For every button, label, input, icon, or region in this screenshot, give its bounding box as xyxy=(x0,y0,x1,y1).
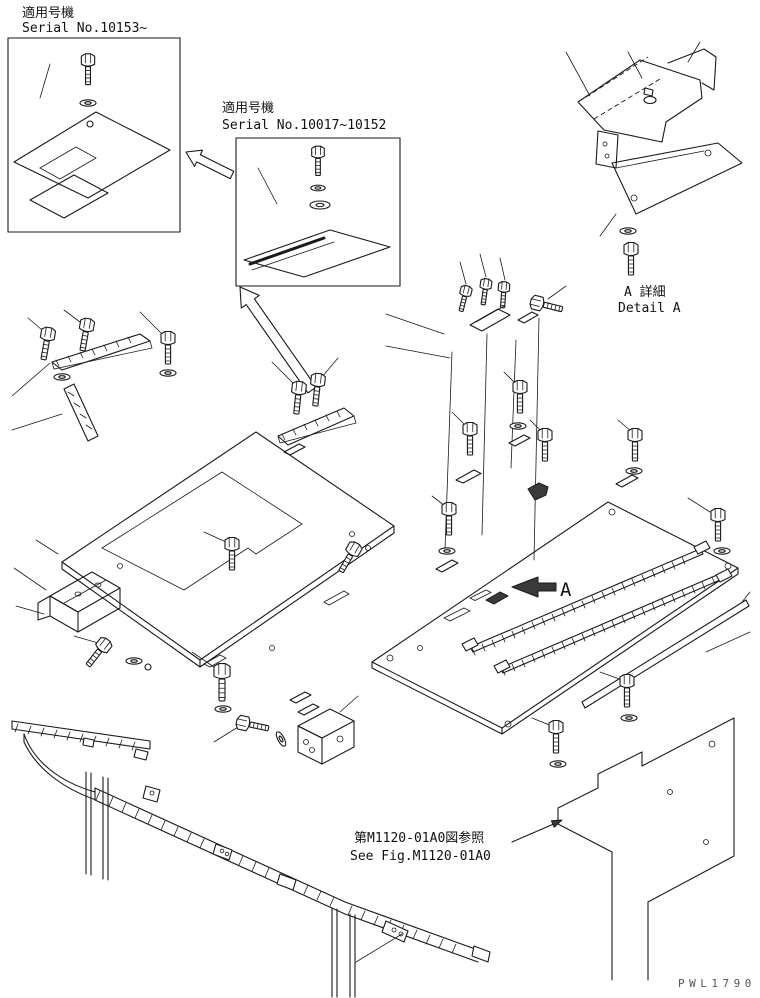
detail-a-cover xyxy=(578,60,702,142)
bolt-icon xyxy=(462,421,478,456)
detail-a-label-jp: A 詳細 xyxy=(624,284,666,300)
bolt-icon xyxy=(441,501,457,536)
inset-old-plate xyxy=(244,230,390,277)
bolt-icon xyxy=(477,277,493,306)
detail-a-view: A 詳細 Detail A xyxy=(566,42,742,316)
bolt-icon xyxy=(627,427,643,462)
leader-lines xyxy=(386,254,750,726)
bolt-icon xyxy=(710,507,726,542)
inset-old-title: 適用号機 xyxy=(222,100,274,116)
clip-piece-dark xyxy=(528,483,548,500)
washer-icon xyxy=(509,422,527,430)
bolt-icon xyxy=(496,280,511,309)
bolt-icon xyxy=(455,284,474,313)
clip-piece xyxy=(436,560,458,572)
washer-icon xyxy=(309,200,331,210)
section-a-arrow xyxy=(512,577,556,597)
bolt-icon xyxy=(75,316,96,353)
reference-arrowhead xyxy=(551,820,562,827)
clip-piece xyxy=(456,470,481,483)
inset-old-frame xyxy=(236,138,400,286)
bolt-icon xyxy=(288,380,308,416)
side-panel xyxy=(558,718,734,980)
bottom-frame-rail xyxy=(12,721,490,997)
washer-icon xyxy=(53,373,71,381)
washer-icon xyxy=(79,99,97,107)
bolt-icon xyxy=(623,241,639,276)
washer-icon xyxy=(438,547,456,555)
lower-left-bracket xyxy=(38,572,120,632)
tab-piece xyxy=(298,704,319,715)
floor-plate xyxy=(372,502,738,734)
inset-old-serial: Serial No.10017~10152 xyxy=(222,118,386,133)
inset-new-frame xyxy=(8,38,180,232)
clip-piece xyxy=(616,475,638,487)
leader-lines xyxy=(12,310,358,742)
washer-icon xyxy=(125,657,143,665)
bolt-icon xyxy=(619,673,635,708)
bolt-icon xyxy=(224,536,240,571)
cover-panel xyxy=(62,432,394,667)
bolt-icon xyxy=(213,662,231,702)
bolt-icon xyxy=(160,330,176,365)
washer-icon xyxy=(620,714,638,722)
inset-box-old: 適用号機 Serial No.10017~10152 xyxy=(222,100,400,286)
washer-icon xyxy=(619,227,637,235)
washer-icon xyxy=(273,729,289,749)
drawing-code-watermark: PWL1790 xyxy=(678,977,756,990)
trim-strip-left xyxy=(64,384,98,441)
floor-plate-assembly: A xyxy=(372,254,750,768)
inset-new-plate xyxy=(14,112,170,218)
bolt-icon xyxy=(80,53,96,86)
hinge-strip-left xyxy=(52,334,152,370)
main-cover-assembly xyxy=(12,310,394,764)
washer-icon xyxy=(214,705,232,713)
top-clip-bracket xyxy=(470,306,538,331)
washer-icon xyxy=(713,547,731,555)
bolt-icon xyxy=(311,145,325,176)
inset-box-new: 適用号機 Serial No.10153~ xyxy=(8,5,180,232)
reference-note-en: See Fig.M1120-01A0 xyxy=(350,849,491,864)
section-a-letter: A xyxy=(560,579,572,601)
washer-icon xyxy=(310,184,326,192)
detail-a-flange xyxy=(668,49,716,90)
washer-icon xyxy=(159,369,177,377)
detail-a-plate xyxy=(612,143,742,214)
bolt-icon xyxy=(537,427,553,462)
clip-piece xyxy=(509,435,530,446)
reference-note: 第M1120-01A0図参照 See Fig.M1120-01A0 xyxy=(350,820,562,864)
hinge-strip-center xyxy=(278,408,356,455)
inset-new-title: 適用号機 xyxy=(22,5,74,21)
inset-new-serial: Serial No.10153~ xyxy=(22,21,147,36)
bolt-icon xyxy=(234,714,271,736)
washer-icon xyxy=(625,467,643,475)
bolt-icon xyxy=(36,325,57,362)
reference-arrow-to-old-inset xyxy=(240,287,316,393)
bolt-icon xyxy=(81,635,115,671)
bracket-box xyxy=(298,709,354,764)
long-rod xyxy=(582,600,749,708)
bolt-icon xyxy=(512,379,528,414)
bolt-icon xyxy=(548,719,564,754)
detail-a-label-en: Detail A xyxy=(618,301,681,316)
reference-arrow-to-new-inset xyxy=(186,150,234,178)
tab-piece xyxy=(290,692,311,703)
washer-icon xyxy=(549,760,567,768)
reference-note-jp: 第M1120-01A0図参照 xyxy=(354,830,484,846)
